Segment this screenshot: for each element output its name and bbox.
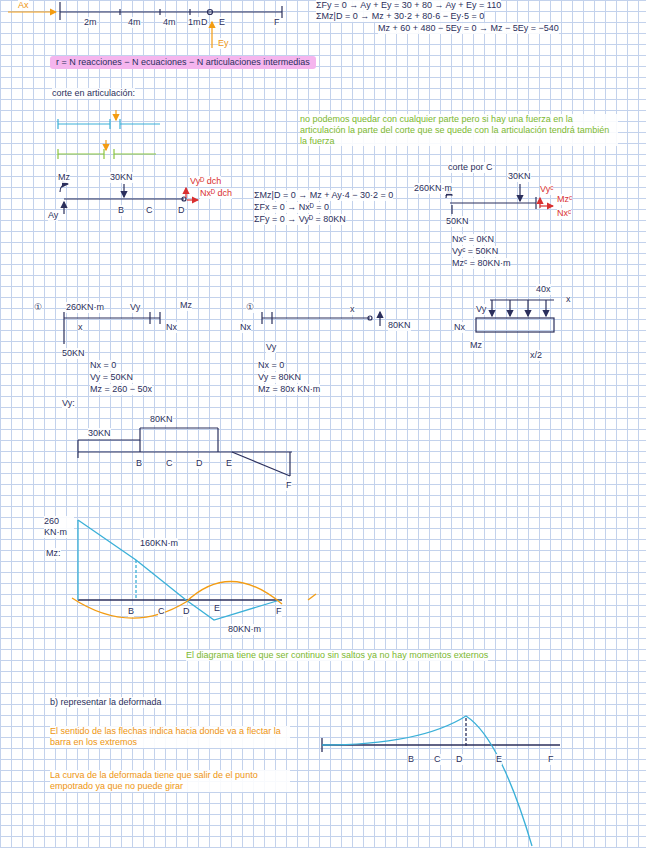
handwritten-note: B [128,606,134,617]
handwritten-note: Nxᴰ dch [200,188,232,199]
section-sketch [64,300,554,344]
handwritten-note: x [350,304,355,315]
handwritten-note: Mz + 60 + 480 − 5Ey = 0 → Mz − 5Ey = −54… [378,23,559,34]
handwritten-note: Nxᶜ [557,208,571,219]
handwritten-note: Ey [218,38,229,49]
handwritten-note: D [178,205,185,216]
free-body-sketch [446,184,536,214]
handwritten-note: Ax [18,0,29,11]
handwritten-note: Vy = 50KN [90,372,133,383]
handwritten-note: 4m [163,17,176,28]
handwritten-note: 40x [536,284,551,295]
handwritten-note: B [118,205,124,216]
handwritten-note: C [434,754,441,765]
highlight-band: r = N reacciones − N ecuaciones − N arti… [50,56,316,69]
handwritten-note: E [496,754,502,765]
handwritten-note: Vy [130,302,140,313]
handwritten-note: no podemos quedar con cualquier parte pe… [300,114,618,146]
handwritten-note: B [408,754,414,765]
reaction-arrow [8,11,56,12]
handwritten-note: ΣFy = 0 → Vyᴰ = 80KN [254,214,346,225]
handwritten-note: Nx [454,322,465,333]
handwritten-note: Mz = 80x KN·m [258,384,320,395]
handwritten-note: x [78,322,83,333]
force-arrow [185,188,186,198]
handwritten-note: 80KN·m [228,624,261,635]
handwritten-note: D [183,606,190,617]
handwritten-note: corte por C [448,162,493,173]
handwritten-note: Vyᴰ dch [190,176,221,187]
handwritten-note: E [226,458,232,469]
handwritten-note: Mz [58,172,70,183]
handwritten-note: El sentido de las flechas indica hacia d… [50,726,290,748]
handwritten-note: Vyᶜ = 50KN [452,246,498,257]
handwritten-note: b) representar la deformada [50,697,162,708]
handwritten-note: Mzᶜ = 80KN·m [452,258,510,269]
handwritten-note: El diagrama tiene que ser continuo sin s… [186,650,488,661]
handwritten-note: Nx [166,322,177,333]
deformed-shape [322,716,560,846]
hinge-sketch [58,110,160,159]
handwritten-note: 2m [84,17,97,28]
shear-diagram [78,428,292,476]
handwritten-note: Mz = 260 − 50x [90,384,152,395]
handwritten-note: 80KN [388,320,411,331]
handwritten-note: Mz: [46,548,61,559]
handwritten-note: F [286,480,292,491]
handwritten-note: 4m [128,17,141,28]
reaction-arrow [211,22,212,48]
handwritten-note: ① [34,302,42,313]
handwritten-note: C [146,205,153,216]
handwritten-note: ① [246,302,254,313]
handwritten-note: F [274,17,280,28]
handwritten-note: E [214,603,220,614]
handwritten-note: 260KN·m [414,183,452,194]
handwritten-note: C [158,606,165,617]
handwritten-note: D [196,458,203,469]
handwritten-note: 160KN·m [140,538,178,549]
handwritten-note: x [566,294,571,305]
handwritten-note: Nx [240,322,251,333]
handwritten-note: C [166,458,173,469]
handwritten-note: Vy = 80KN [258,372,301,383]
handwritten-note: 80KN [150,414,173,425]
handwritten-note: 30KN [88,428,111,439]
handwritten-note: Vy: [62,398,75,409]
handwritten-note: ΣFx = 0 → Nxᴰ = 0 [254,202,329,213]
handwritten-note: B [136,458,142,469]
handwritten-note: ΣFy = 0 → Ay + Ey = 30 + 80 → Ay + Ey = … [316,0,501,11]
handwritten-note: corte en articulación: [52,88,135,99]
handwritten-note: x/2 [530,350,542,361]
handwritten-note: 30KN [110,172,133,183]
handwritten-note: 30KN [508,171,531,182]
handwritten-note: Mzᶜ [557,194,572,205]
highlight-text: r = N reacciones − N ecuaciones − N arti… [56,57,310,68]
handwritten-note: ΣMz|D = 0 → Mz + 30·2 + 80·6 − Ey·5 = 0 [316,11,484,22]
handwritten-note: Vy [266,342,276,353]
handwritten-note: Ay [48,210,58,221]
handwritten-note: Nx = 0 [258,360,284,371]
handwritten-note: Nxᶜ = 0KN [452,234,494,245]
handwritten-note: 260KN·m [66,302,104,313]
handwritten-note: La curva de la deformada tiene que salir… [50,770,290,792]
handwritten-note: 50KN [446,216,469,227]
force-arrow [540,205,553,206]
handwritten-note: 260 KN·m [44,516,74,538]
handwritten-note: 1m [188,17,201,28]
handwritten-note: D [201,17,208,28]
handwritten-note: Vyᶜ [540,184,553,195]
force-arrow [187,199,198,200]
handwritten-note: ΣMz|D = 0 → Mz + Ay·4 − 30·2 = 0 [254,190,393,201]
handwritten-note: Vy [476,304,486,315]
handwritten-note: D [456,754,463,765]
handwritten-note: 50KN [62,348,85,359]
handwritten-note: Mz [180,300,192,311]
handwritten-note: E [219,17,225,28]
handwritten-note: Nx = 0 [90,360,116,371]
moment-diagram [72,520,316,620]
handwritten-note: F [276,606,282,617]
handwritten-note: F [548,754,554,765]
handwritten-note: Mz [470,340,482,351]
